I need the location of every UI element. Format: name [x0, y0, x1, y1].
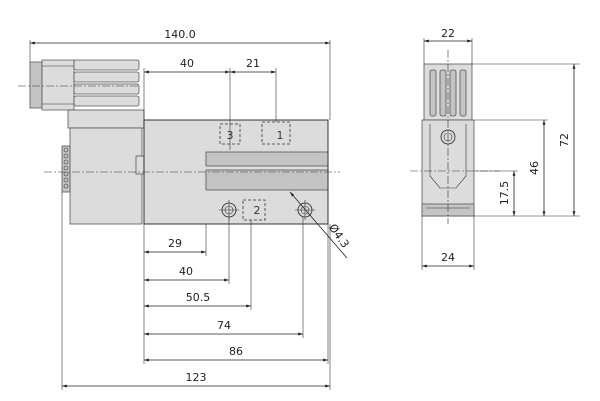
dim-29: 29	[144, 224, 207, 256]
dim-74: 74	[144, 217, 304, 338]
coil-housing	[61, 109, 145, 225]
dim-21: 21	[230, 57, 277, 122]
dim-label-50-5: 50.5	[186, 291, 211, 304]
dim-40-bottom: 40	[144, 217, 230, 284]
dim-label-29: 29	[168, 237, 182, 250]
dim-40-top: 40	[143, 57, 231, 150]
port-2-label: 2	[254, 204, 261, 217]
side-view: 22 24 72 46 17.5	[410, 27, 580, 270]
port-2-box: 2	[242, 199, 266, 221]
dim-overall-width: 140.0	[29, 28, 331, 120]
port-1-label: 1	[277, 129, 284, 142]
dim-46: 46	[474, 119, 548, 216]
dim-24: 24	[421, 216, 475, 270]
dim-86: 86	[143, 224, 329, 364]
dim-label-17-5: 17.5	[498, 181, 511, 206]
dim-label-46: 46	[528, 161, 541, 175]
dim-123: 123	[61, 192, 331, 390]
dim-label-86: 86	[229, 345, 243, 358]
dim-label-22: 22	[441, 27, 455, 40]
dim-label-24: 24	[441, 251, 455, 264]
dim-label-21: 21	[246, 57, 260, 70]
dim-label-140: 140.0	[164, 28, 196, 41]
connector-plug	[29, 59, 140, 111]
mounting-hole-right	[295, 200, 315, 220]
dim-label-72: 72	[558, 133, 571, 147]
port-1-box: 1	[261, 121, 291, 145]
dim-22: 22	[423, 27, 473, 64]
dim-17-5: 17.5	[474, 170, 518, 216]
front-view: 3 1 2 140.0	[18, 28, 352, 390]
dim-label-40-bottom: 40	[179, 265, 193, 278]
dim-label-40-top: 40	[180, 57, 194, 70]
dim-72: 72	[472, 63, 580, 217]
dim-label-74: 74	[217, 319, 231, 332]
dim-label-123: 123	[186, 371, 207, 384]
dim-50-5: 50.5	[144, 220, 252, 310]
